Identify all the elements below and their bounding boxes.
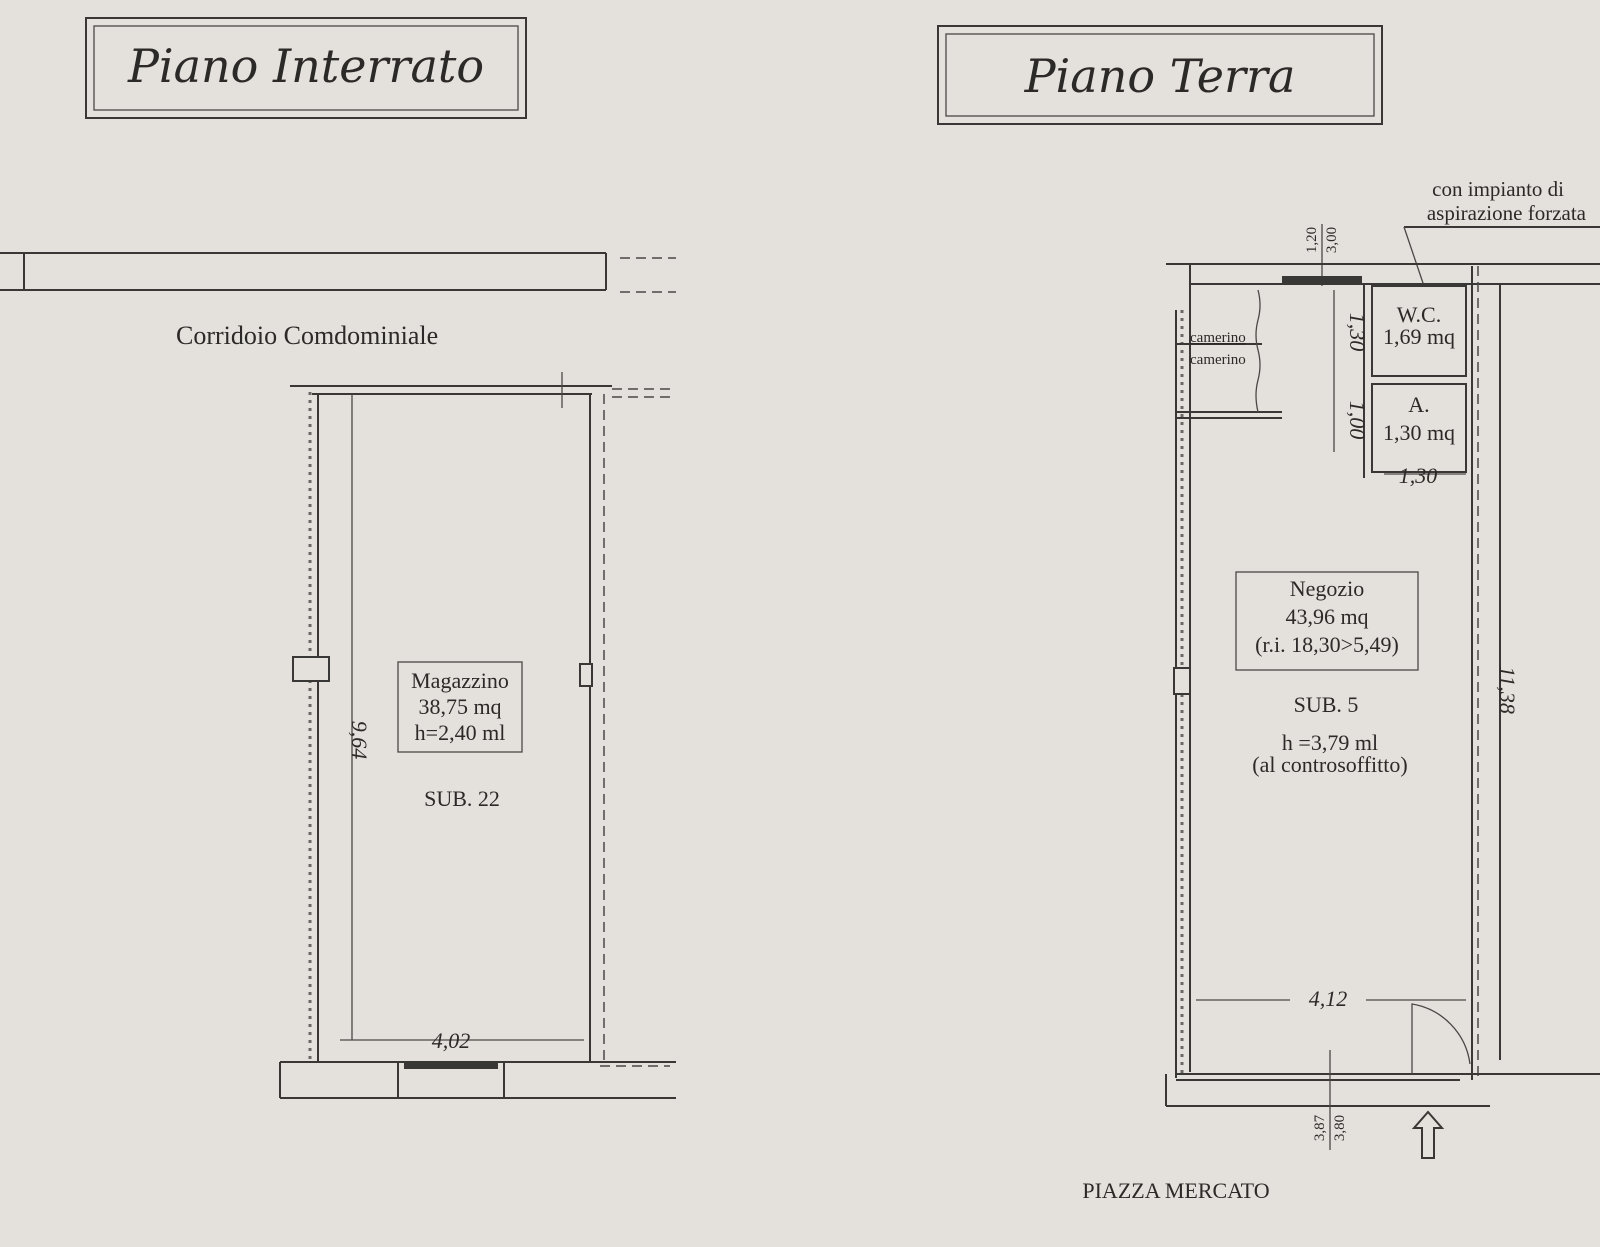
magazzino-label-box: Magazzino 38,75 mq h=2,40 ml bbox=[397, 661, 523, 753]
ventilation-note-line2: aspirazione forzata bbox=[1427, 201, 1587, 225]
corridor-label: Corridoio Comdominiale bbox=[176, 321, 438, 350]
magazzino-walls bbox=[279, 372, 676, 1099]
title-box-interrato: Piano Interrato bbox=[85, 17, 527, 119]
plan-title: Piano Terra bbox=[1024, 49, 1296, 103]
street-label: PIAZZA MERCATO bbox=[1082, 1178, 1269, 1203]
negozio-walls bbox=[1165, 263, 1600, 1107]
wc-area: 1,69 mq bbox=[1383, 324, 1455, 349]
plan-title: Piano Interrato bbox=[127, 39, 484, 93]
entrance-arrow-up-icon bbox=[1411, 1110, 1445, 1159]
piano-terra-plan: Piano Terra con impianto di aspirazione … bbox=[937, 25, 1600, 1203]
wc-name: W.C. bbox=[1397, 302, 1441, 327]
room-height: h=2,40 ml bbox=[415, 720, 506, 745]
negozio-label-box: Negozio 43,96 mq (r.i. 18,30>5,49) bbox=[1235, 571, 1419, 671]
room-area: 38,75 mq bbox=[418, 694, 501, 719]
sub-label: SUB. 22 bbox=[424, 786, 500, 811]
window-top-dim-1: 1,20 bbox=[1304, 227, 1320, 253]
sub-label: SUB. 5 bbox=[1294, 692, 1359, 717]
antibagno-area: 1,30 mq bbox=[1383, 420, 1455, 445]
room-ri: (r.i. 18,30>5,49) bbox=[1255, 632, 1399, 657]
room-height: h =3,79 ml bbox=[1282, 730, 1378, 755]
camerino-label-1: camerino bbox=[1190, 330, 1246, 346]
room-name: Negozio bbox=[1290, 576, 1365, 601]
dim-width: 4,12 bbox=[1309, 986, 1348, 1011]
dim-width: 4,02 bbox=[432, 1028, 471, 1053]
window-top-dim-2: 3,00 bbox=[1324, 227, 1340, 253]
dim-antibagno-height: 1,00 bbox=[1345, 401, 1370, 440]
dim-height: 9,64 bbox=[347, 721, 372, 760]
antibagno-name: A. bbox=[1408, 392, 1429, 417]
room-height-note: (al controsoffitto) bbox=[1252, 752, 1407, 777]
dim-wc-width: 1,30 bbox=[1399, 463, 1438, 488]
room-name: Magazzino bbox=[411, 668, 509, 693]
camerino-label-2: camerino bbox=[1190, 352, 1246, 368]
dim-wc-height: 1,30 bbox=[1345, 313, 1370, 352]
window-bottom-dim-2: 3,80 bbox=[1332, 1115, 1348, 1141]
window-bottom-dim-1: 3,87 bbox=[1312, 1114, 1328, 1141]
title-box-terra: Piano Terra bbox=[937, 25, 1383, 125]
room-area: 43,96 mq bbox=[1285, 604, 1368, 629]
corridor: Corridoio Comdominiale bbox=[0, 252, 676, 350]
dim-height: 11,38 bbox=[1495, 666, 1520, 714]
ventilation-note-line1: con impianto di bbox=[1432, 177, 1564, 201]
piano-interrato-plan: Piano Interrato Corridoio Comdominiale bbox=[0, 17, 676, 1099]
